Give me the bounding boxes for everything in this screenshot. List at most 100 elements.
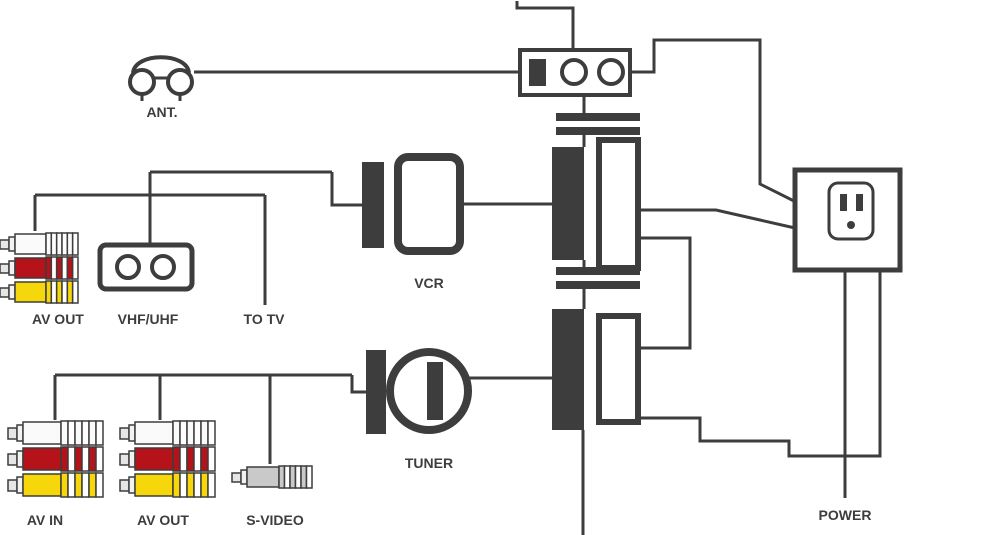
plug-part <box>16 424 24 442</box>
splitter-icon <box>518 48 632 97</box>
plug-part <box>67 446 76 472</box>
plug-part <box>61 232 69 256</box>
rca-plug-white-icon <box>119 420 216 446</box>
plug-part <box>128 450 136 468</box>
plug-part <box>128 476 136 494</box>
plug-part <box>74 420 83 446</box>
plug-part <box>81 420 90 446</box>
plug-part <box>172 472 181 498</box>
plug-part <box>16 476 24 494</box>
plug-part <box>134 447 174 471</box>
coupler-bar <box>556 281 640 289</box>
rca-plug-red-icon <box>119 446 216 472</box>
plug-part <box>74 446 83 472</box>
plug-part <box>8 236 16 252</box>
plug-part <box>45 256 53 280</box>
plug-part <box>186 446 195 472</box>
plug-part <box>128 424 136 442</box>
plug-part <box>7 453 18 466</box>
to-tv-label: TO TV <box>244 311 286 327</box>
splitter-port-1 <box>560 58 588 86</box>
plug-part <box>50 232 58 256</box>
power-label: POWER <box>819 507 872 523</box>
plug-part <box>179 446 188 472</box>
connector-blade <box>362 162 384 248</box>
plug-part <box>305 465 313 489</box>
plug-part <box>66 256 74 280</box>
plug-part <box>60 446 69 472</box>
plug-part <box>289 465 297 489</box>
plug-part <box>119 453 130 466</box>
plug-part <box>134 473 174 497</box>
rca-plug-yellow-icon <box>7 472 104 498</box>
plug-part <box>172 446 181 472</box>
vcr-connector-icon <box>362 153 464 255</box>
plug-part <box>0 263 10 274</box>
rca-out-label: AV OUT <box>32 311 84 327</box>
plug-part <box>60 472 69 498</box>
connector-line <box>330 172 362 207</box>
adapter-box-body <box>97 242 195 292</box>
plug-part <box>88 446 97 472</box>
plug-part <box>61 280 69 304</box>
plug-part <box>16 450 24 468</box>
panel-slot <box>552 309 584 430</box>
plug-part <box>0 287 10 298</box>
connector-line <box>630 38 797 204</box>
plug-part <box>66 232 74 256</box>
plug-part <box>95 472 104 498</box>
plug-part <box>179 472 188 498</box>
plug-part <box>60 420 69 446</box>
splitter-input-block <box>529 59 546 86</box>
wires <box>33 1 882 535</box>
plug-part <box>240 469 248 485</box>
plug-part <box>22 473 62 497</box>
plug-part <box>231 472 242 483</box>
rear-panel-upper <box>552 137 641 271</box>
adapter-jack-1 <box>115 254 141 280</box>
rca-plug-red-icon <box>7 446 104 472</box>
plug-part <box>246 466 280 488</box>
antenna-terminal-left <box>128 68 156 96</box>
plug-part <box>8 260 16 276</box>
plug-part <box>119 427 130 440</box>
plug-part <box>67 472 76 498</box>
panel-slot <box>552 147 584 260</box>
plug-part <box>67 420 76 446</box>
coupler-bar <box>556 113 640 121</box>
plug-part <box>66 280 74 304</box>
plug-part <box>0 239 10 250</box>
connector-line <box>515 1 575 50</box>
connector-shell <box>394 153 464 255</box>
outlet-face <box>827 181 875 241</box>
plug-part <box>193 420 202 446</box>
rear-panel-lower <box>552 309 641 430</box>
antenna-arc <box>131 55 191 74</box>
wall-outlet-icon <box>792 167 903 273</box>
outlet-slot-right <box>856 194 863 211</box>
plug-part <box>207 446 216 472</box>
plug-part <box>14 233 47 255</box>
antenna-leads <box>140 94 182 101</box>
plug-part <box>172 420 181 446</box>
plug-part <box>95 446 104 472</box>
plug-part <box>7 427 18 440</box>
plug-part <box>186 420 195 446</box>
plug-part <box>61 256 69 280</box>
rf-adapter-icon <box>366 348 472 434</box>
adapter-label: VHF/UHF <box>118 311 179 327</box>
plug-part <box>179 420 188 446</box>
av-out-label: AV OUT <box>137 512 189 528</box>
plug-part <box>95 420 104 446</box>
plug-part <box>50 256 58 280</box>
rca-plug-grey-icon <box>231 465 313 489</box>
coupler-bar <box>556 127 640 135</box>
connector-line <box>638 236 692 350</box>
plug-part <box>134 421 174 445</box>
plug-part <box>22 447 62 471</box>
adapter-blade <box>366 350 386 434</box>
plug-part <box>81 446 90 472</box>
plug-part <box>88 420 97 446</box>
connector-line <box>350 375 366 394</box>
